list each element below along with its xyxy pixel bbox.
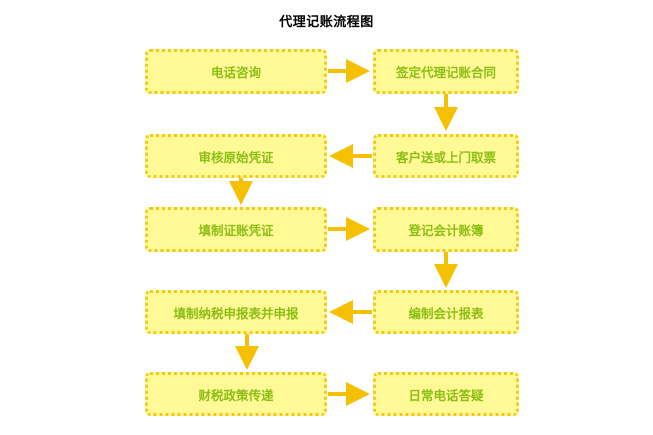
step-label: 填制纳税申报表并申报 [173,305,299,321]
step-prepare-reports: 编制会计报表 [373,290,519,334]
step-record-ledgers: 登记会计账簿 [373,207,519,252]
step-label: 填制证账凭证 [198,223,274,238]
step-label: 客户送或上门取票 [395,149,496,165]
step-label: 登记会计账簿 [408,223,484,238]
step-sign-contract: 签定代理记账合同 [373,49,519,94]
step-tax-filing: 填制纳税申报表并申报 [145,290,327,334]
step-audit-source-docs: 审核原始凭证 [145,134,327,178]
step-label: 审核原始凭证 [198,149,274,165]
step-label: 电话咨询 [210,65,261,80]
diagram-title: 代理记账流程图 [279,15,374,30]
step-fill-vouchers: 填制证账凭证 [145,207,327,252]
step-label: 签定代理记账合同 [395,65,496,80]
step-client-delivers-receipts: 客户送或上门取票 [373,134,519,178]
step-phone-qa: 日常电话答疑 [373,372,519,416]
step-label: 日常电话答疑 [408,387,484,403]
step-label: 财税政策传递 [198,387,274,403]
step-policy-relay: 财税政策传递 [145,372,327,416]
step-phone-consult: 电话咨询 [145,49,327,94]
step-label: 编制会计报表 [408,305,484,321]
